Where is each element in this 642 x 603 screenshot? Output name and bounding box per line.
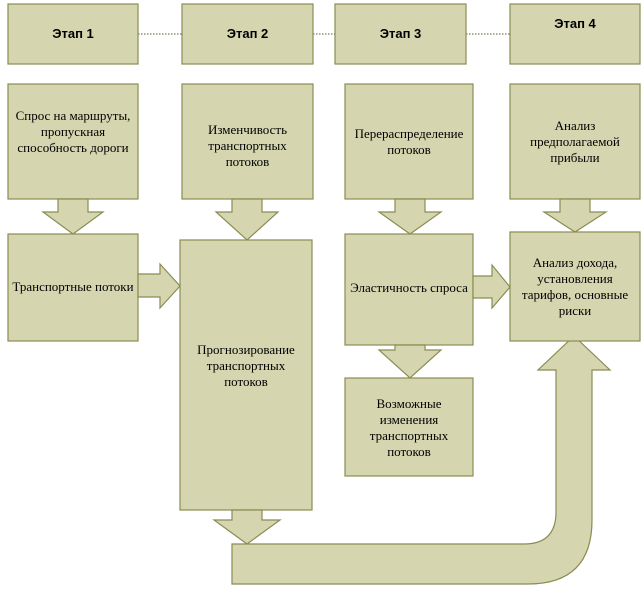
stage-2-box: [181, 3, 314, 65]
income-analysis-box: [509, 231, 641, 342]
flows-label: Транспортные потоки: [12, 279, 134, 294]
stage-3-box: [334, 3, 467, 65]
elasticity-box: [344, 233, 474, 346]
curved-arrow: [231, 335, 612, 585]
demand-label: Спрос на маршруты, пропускная способност…: [15, 108, 131, 155]
flows-box: [7, 233, 139, 342]
possible-changes-label: Возможные изменения транспортных потоков: [369, 396, 449, 459]
possible-changes-box: [344, 377, 474, 477]
down-arrow-redistribution: [377, 198, 443, 235]
right-arrow-elasticity: [472, 263, 511, 310]
variability-label: Изменчивость транспортных потоков: [207, 122, 288, 169]
down-arrow-elasticity: [377, 344, 443, 379]
down-arrow-variability: [214, 198, 280, 241]
redistribution-box: [344, 83, 474, 200]
profit-analysis-box: [509, 83, 641, 200]
variability-box: [181, 83, 314, 200]
redistribution-label: Перераспределение потоков: [354, 126, 464, 157]
forecasting-box: [179, 239, 313, 511]
stage-4-label: Этап 4: [554, 16, 596, 31]
profit-analysis-label: Анализ предполагаемой прибыли: [530, 118, 620, 165]
stage-1-box: [7, 3, 139, 65]
stage-4-box: [509, 3, 641, 65]
elasticity-label: Эластичность спроса: [350, 280, 468, 295]
stage-2-label: Этап 2: [226, 26, 269, 41]
forecasting-label: Прогнозирование транспортных потоков: [197, 342, 295, 389]
right-arrow-flows: [137, 262, 181, 310]
down-arrow-forecasting: [212, 509, 282, 545]
down-arrow-profit: [541, 198, 609, 233]
stage-3-label: Этап 3: [379, 26, 422, 41]
down-arrow-demand: [41, 198, 105, 235]
income-analysis-label: Анализ дохода, установления тарифов, осн…: [521, 255, 629, 318]
stage-1-label: Этап 1: [52, 26, 94, 41]
